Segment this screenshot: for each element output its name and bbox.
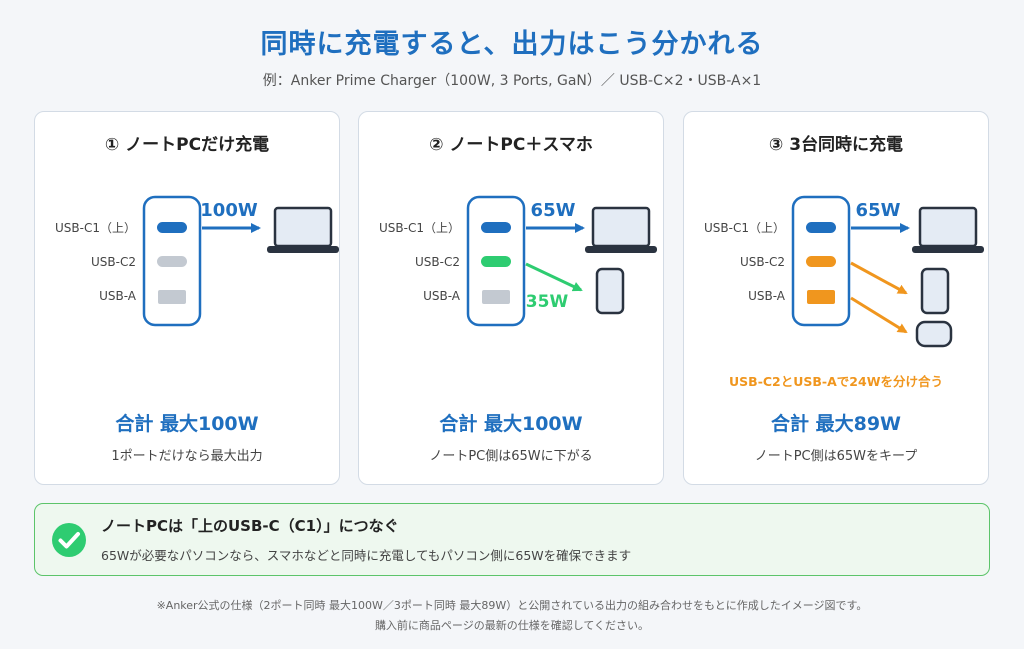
panel-title: ② ノートPC＋スマホ [429, 135, 593, 155]
laptop-icon [267, 206, 339, 253]
port-a-inactive [482, 290, 510, 304]
panel-laptop-only: ① ノートPCだけ充電 USB-C1（上） USB-C2 USB-A 100W … [34, 111, 340, 485]
port-c1-active [481, 222, 511, 233]
port-label-c2: USB-C2 [91, 255, 136, 269]
earbuds-case-icon [915, 320, 953, 348]
port-c1-active [806, 222, 836, 233]
port-a-inactive [158, 290, 186, 304]
panel-title: ① ノートPCだけ充電 [104, 135, 270, 155]
tip-title: ノートPCは「上のUSB-C（C1）」につなぐ [101, 517, 399, 535]
tip-box: ノートPCは「上のUSB-C（C1）」につなぐ 65Wが必要なパソコンなら、スマ… [34, 503, 990, 576]
check-circle-icon [52, 523, 86, 557]
arrow-to-phone [850, 261, 908, 295]
panel-total: 合計 最大100W [115, 413, 259, 435]
laptop-watts: 65W [856, 200, 901, 221]
port-c2-active [481, 256, 511, 267]
laptop-icon [912, 206, 984, 253]
port-label-a: USB-A [99, 289, 137, 303]
panel-3-diagram: USB-C1（上） USB-C2 USB-A 65W [704, 195, 984, 348]
port-label-a: USB-A [748, 289, 786, 303]
port-a-shared [807, 290, 835, 304]
arrow-to-earbuds [850, 296, 908, 334]
shared-power-note: USB-C2とUSB-Aで24Wを分け合う [729, 374, 943, 389]
port-c1-active [157, 222, 187, 233]
panel-three-devices: ③ 3台同時に充電 USB-C1（上） USB-C2 USB-A 65W USB… [683, 111, 989, 485]
port-c2-inactive [157, 256, 187, 267]
laptop-icon [585, 206, 657, 253]
panel-note: ノートPC側は65Wに下がる [429, 449, 593, 464]
panel-1-diagram: USB-C1（上） USB-C2 USB-A 100W [55, 195, 339, 327]
panel-title: ③ 3台同時に充電 [768, 135, 904, 155]
page-subtitle: 例：Anker Prime Charger（100W, 3 Ports, GaN… [262, 73, 762, 89]
port-label-c2: USB-C2 [415, 255, 460, 269]
phone-icon [920, 267, 950, 315]
page-title: 同時に充電すると、出力はこう分かれる [260, 29, 764, 60]
panel-2-diagram: USB-C1（上） USB-C2 USB-A 65W 35W [379, 195, 657, 327]
tip-text: 65Wが必要なパソコンなら、スマホなどと同時に充電してもパソコン側に65Wを確保… [101, 548, 632, 563]
port-label-c1: USB-C1（上） [55, 221, 136, 235]
panel-note: 1ポートだけなら最大出力 [111, 449, 263, 464]
laptop-watts: 65W [531, 200, 576, 221]
port-label-a: USB-A [423, 289, 461, 303]
phone-watts: 35W [526, 292, 569, 312]
port-label-c2: USB-C2 [740, 255, 785, 269]
port-c2-shared [806, 256, 836, 267]
phone-icon [595, 267, 625, 315]
arrow-to-phone [525, 262, 583, 292]
panel-laptop-phone: ② ノートPC＋スマホ USB-C1（上） USB-C2 USB-A 65W 3… [358, 111, 664, 485]
footnote-line-2: 購入前に商品ページの最新の仕様を確認してください。 [374, 619, 650, 632]
port-label-c1: USB-C1（上） [704, 221, 785, 235]
panel-total: 合計 最大89W [770, 413, 901, 435]
port-label-c1: USB-C1（上） [379, 221, 460, 235]
panel-total: 合計 最大100W [439, 413, 583, 435]
laptop-watts: 100W [200, 200, 258, 221]
footnote-line-1: ※Anker公式の仕様（2ポート同時 最大100W／3ポート同時 最大89W）と… [156, 599, 868, 612]
panel-note: ノートPC側は65Wをキープ [754, 449, 918, 464]
